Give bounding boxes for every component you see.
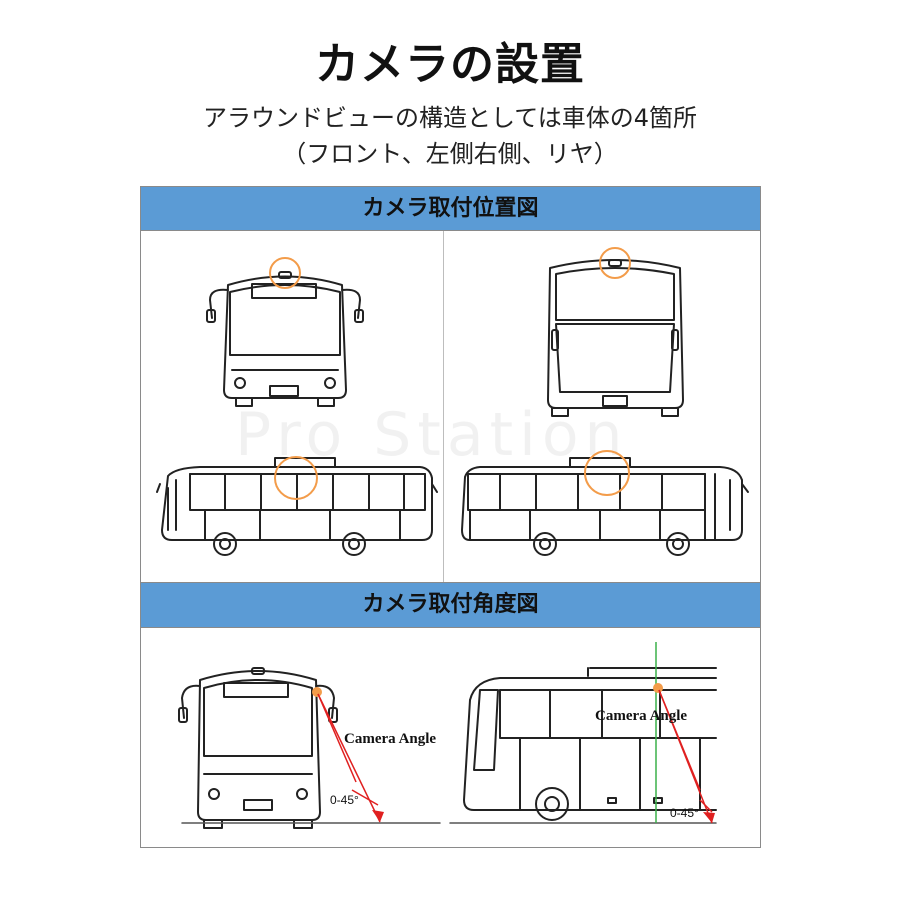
angle-arc-side xyxy=(699,799,713,813)
camera-marker-front xyxy=(269,257,301,289)
bus-rear-view xyxy=(547,259,684,417)
camera-dot-side xyxy=(653,683,663,693)
camera-marker-left xyxy=(274,456,318,500)
angle-range-label-side: 0-45° xyxy=(670,806,699,820)
angle-ray-side-inner xyxy=(658,689,701,791)
bus-side-angle-view xyxy=(463,667,717,821)
section-header-angle: カメラ取付角度図 xyxy=(141,582,760,628)
camera-dot-front xyxy=(312,687,322,697)
camera-marker-right xyxy=(584,450,630,496)
angle-range-label-front: 0-45° xyxy=(330,793,359,807)
bus-front-view xyxy=(206,271,364,407)
camera-marker-rear xyxy=(599,247,631,279)
bus-side-view-left xyxy=(156,457,438,556)
angle-ray-front-inner xyxy=(317,693,357,783)
panel-divider xyxy=(443,231,444,582)
bus-front-angle-view xyxy=(178,667,338,829)
diagram-frame xyxy=(140,186,761,848)
page-subtitle-line2: （フロント、左側右側、リヤ） xyxy=(282,140,618,168)
page-subtitle-line1: アラウンドビューの構造としては車体の4箇所 xyxy=(202,104,698,132)
bus-side-view-right xyxy=(461,457,749,556)
angle-arc-front xyxy=(351,789,379,806)
camera-angle-label-front: Camera Angle xyxy=(344,731,436,747)
page-title: カメラの設置 xyxy=(315,39,585,90)
camera-angle-label-side: Camera Angle xyxy=(595,708,687,724)
section-header-position: カメラ取付位置図 xyxy=(141,187,760,231)
